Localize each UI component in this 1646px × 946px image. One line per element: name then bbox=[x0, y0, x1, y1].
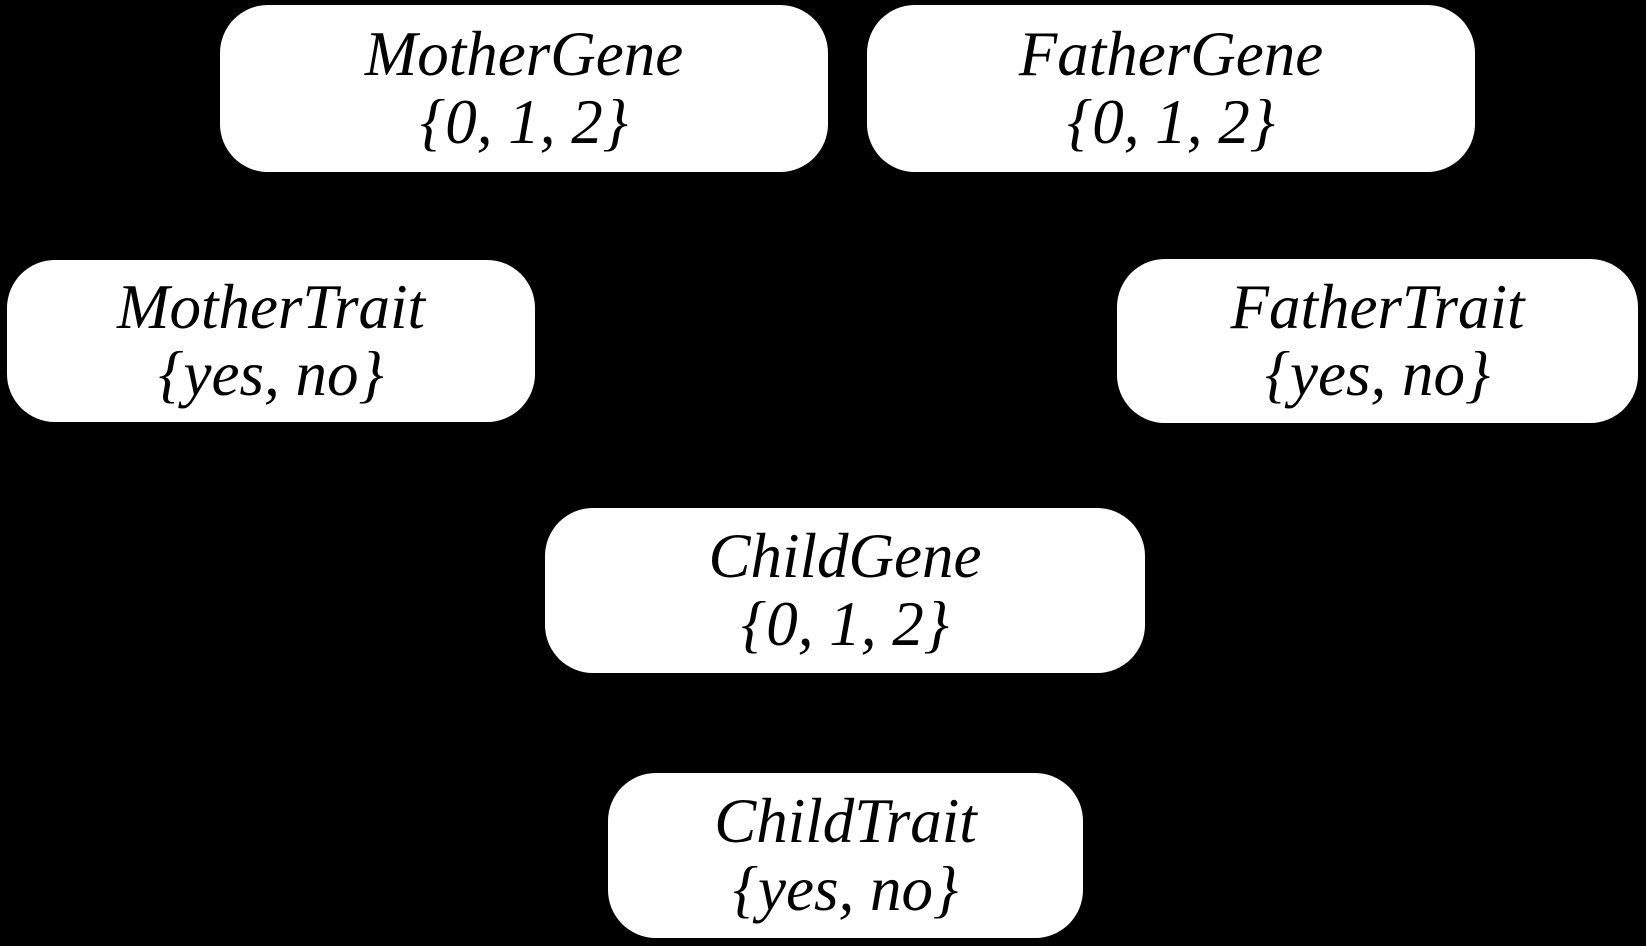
node-title: ChildGene bbox=[708, 521, 982, 592]
node-title: ChildTrait bbox=[714, 786, 977, 857]
node-child-trait: ChildTrait {yes, no} bbox=[608, 773, 1083, 938]
node-title: MotherGene bbox=[364, 19, 684, 90]
node-domain: {0, 1, 2} bbox=[1067, 86, 1275, 157]
node-mother-trait: MotherTrait {yes, no} bbox=[7, 260, 535, 422]
node-title: MotherTrait bbox=[116, 271, 426, 342]
node-domain: {yes, no} bbox=[732, 853, 959, 924]
node-mother-gene: MotherGene {0, 1, 2} bbox=[220, 5, 828, 172]
node-domain: {yes, no} bbox=[158, 339, 384, 409]
node-title: FatherGene bbox=[1018, 19, 1324, 90]
node-domain: {yes, no} bbox=[1264, 339, 1491, 409]
node-father-gene: FatherGene {0, 1, 2} bbox=[867, 5, 1475, 172]
node-title: FatherTrait bbox=[1230, 271, 1525, 342]
node-child-gene: ChildGene {0, 1, 2} bbox=[545, 508, 1145, 673]
node-domain: {0, 1, 2} bbox=[420, 86, 628, 157]
node-domain: {0, 1, 2} bbox=[741, 588, 949, 659]
node-father-trait: FatherTrait {yes, no} bbox=[1117, 259, 1638, 423]
